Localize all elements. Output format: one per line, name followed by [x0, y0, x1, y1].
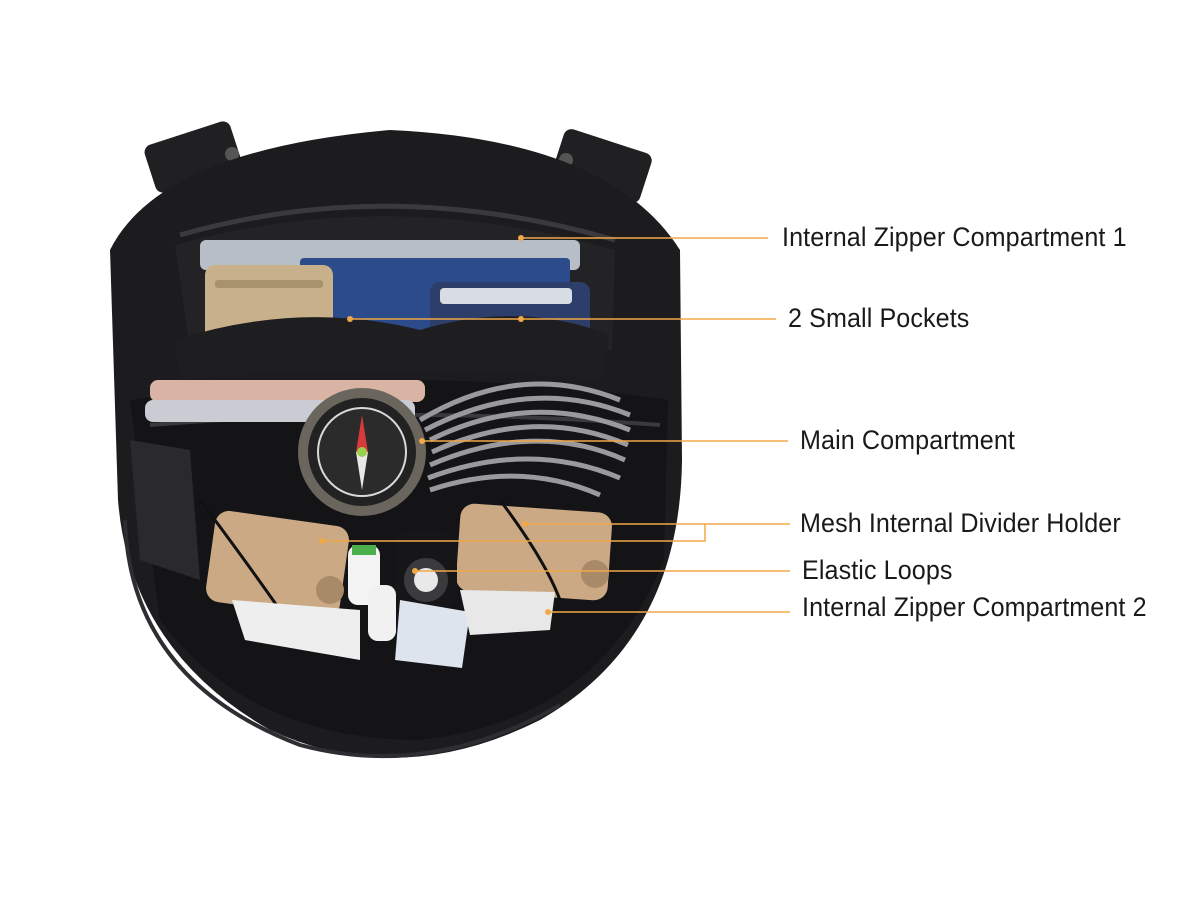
- leader-lines: [322, 237, 790, 613]
- callout-main-compartment: Main Compartment: [800, 425, 1016, 455]
- tan-holders: [198, 499, 612, 618]
- callout-elastic-loops: Elastic Loops: [802, 555, 953, 585]
- tubes: [348, 545, 396, 641]
- pocket-items: [175, 265, 610, 380]
- first-aid-items: [232, 590, 555, 668]
- callout-mesh-internal-divider-holder: Mesh Internal Divider Holder: [800, 508, 1121, 538]
- flashlight: [395, 530, 457, 608]
- callout-internal-zipper-compartment-1: Internal Zipper Compartment 1: [782, 222, 1127, 252]
- callout-small-pockets: 2 Small Pockets: [788, 303, 970, 333]
- compass: [298, 388, 426, 516]
- bag-straps: [144, 121, 652, 203]
- callout-internal-zipper-compartment-2: Internal Zipper Compartment 2: [802, 592, 1147, 622]
- paracord: [418, 381, 631, 498]
- mesh-pocket: [130, 440, 200, 580]
- leader-dots: [319, 235, 551, 615]
